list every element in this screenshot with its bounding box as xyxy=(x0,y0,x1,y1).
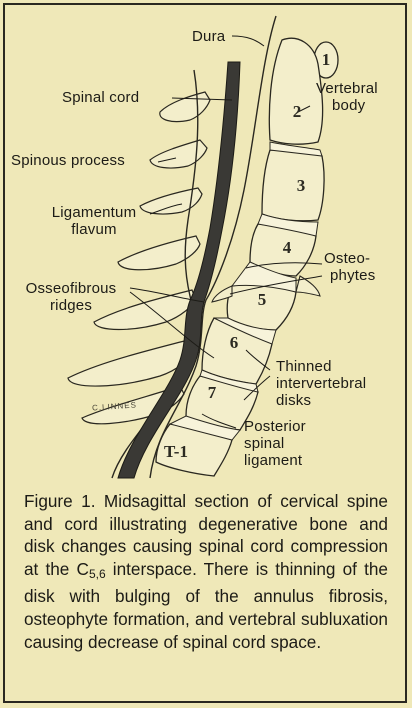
label-osseofibrous-ridges-line1: Osseofibrous xyxy=(10,280,132,297)
caption-subscript: 5,6 xyxy=(89,567,106,581)
label-osseofibrous-ridges: Osseofibrous ridges xyxy=(10,280,132,314)
label-vertebral-body-line2: body xyxy=(316,97,378,114)
label-thinned-disks-line2: intervertebral xyxy=(276,375,366,392)
vertebra-c3 xyxy=(262,150,324,221)
label-dura: Dura xyxy=(192,28,225,45)
vertebra-number-6: 6 xyxy=(230,333,239,353)
vertebra-number-1: 1 xyxy=(322,50,331,70)
figure-caption: Figure 1. Midsagittal section of cervica… xyxy=(24,490,388,653)
label-osteophytes: Osteo- phytes xyxy=(324,250,375,284)
label-thinned-disks-line1: Thinned xyxy=(276,358,366,375)
vertebra-c2 xyxy=(269,38,322,144)
leader-dura xyxy=(232,36,264,46)
label-spinous-process: Spinous process xyxy=(11,152,125,169)
label-spinal-cord: Spinal cord xyxy=(62,89,139,106)
label-posterior-ligament-line2: spinal xyxy=(244,435,306,452)
vertebra-number-3: 3 xyxy=(297,176,306,196)
label-posterior-ligament-line3: ligament xyxy=(244,452,306,469)
vertebra-number-t1: T-1 xyxy=(164,442,188,462)
label-osteophytes-line2: phytes xyxy=(324,267,375,284)
label-vertebral-body-line1: Vertebral xyxy=(316,80,378,97)
spinous-process-c3 xyxy=(150,140,207,168)
label-posterior-ligament: Posterior spinal ligament xyxy=(244,418,306,469)
label-thinned-disks: Thinned intervertebral disks xyxy=(276,358,366,409)
label-ligamentum-flavum-line2: flavum xyxy=(38,221,150,238)
spinous-process-c5 xyxy=(118,236,200,270)
label-ligamentum-flavum: Ligamentum flavum xyxy=(38,204,150,238)
label-posterior-ligament-line1: Posterior xyxy=(244,418,306,435)
label-ligamentum-flavum-line1: Ligamentum xyxy=(38,204,150,221)
vertebra-number-4: 4 xyxy=(283,238,292,258)
label-thinned-disks-line3: disks xyxy=(276,392,366,409)
vertebra-number-7: 7 xyxy=(208,383,217,403)
vertebra-number-5: 5 xyxy=(258,290,267,310)
label-osteophytes-line1: Osteo- xyxy=(324,250,375,267)
label-osseofibrous-ridges-line2: ridges xyxy=(10,297,132,314)
spinous-process-c2 xyxy=(160,92,210,122)
vertebra-number-2: 2 xyxy=(293,102,302,122)
label-vertebral-body: Vertebral body xyxy=(316,80,378,114)
